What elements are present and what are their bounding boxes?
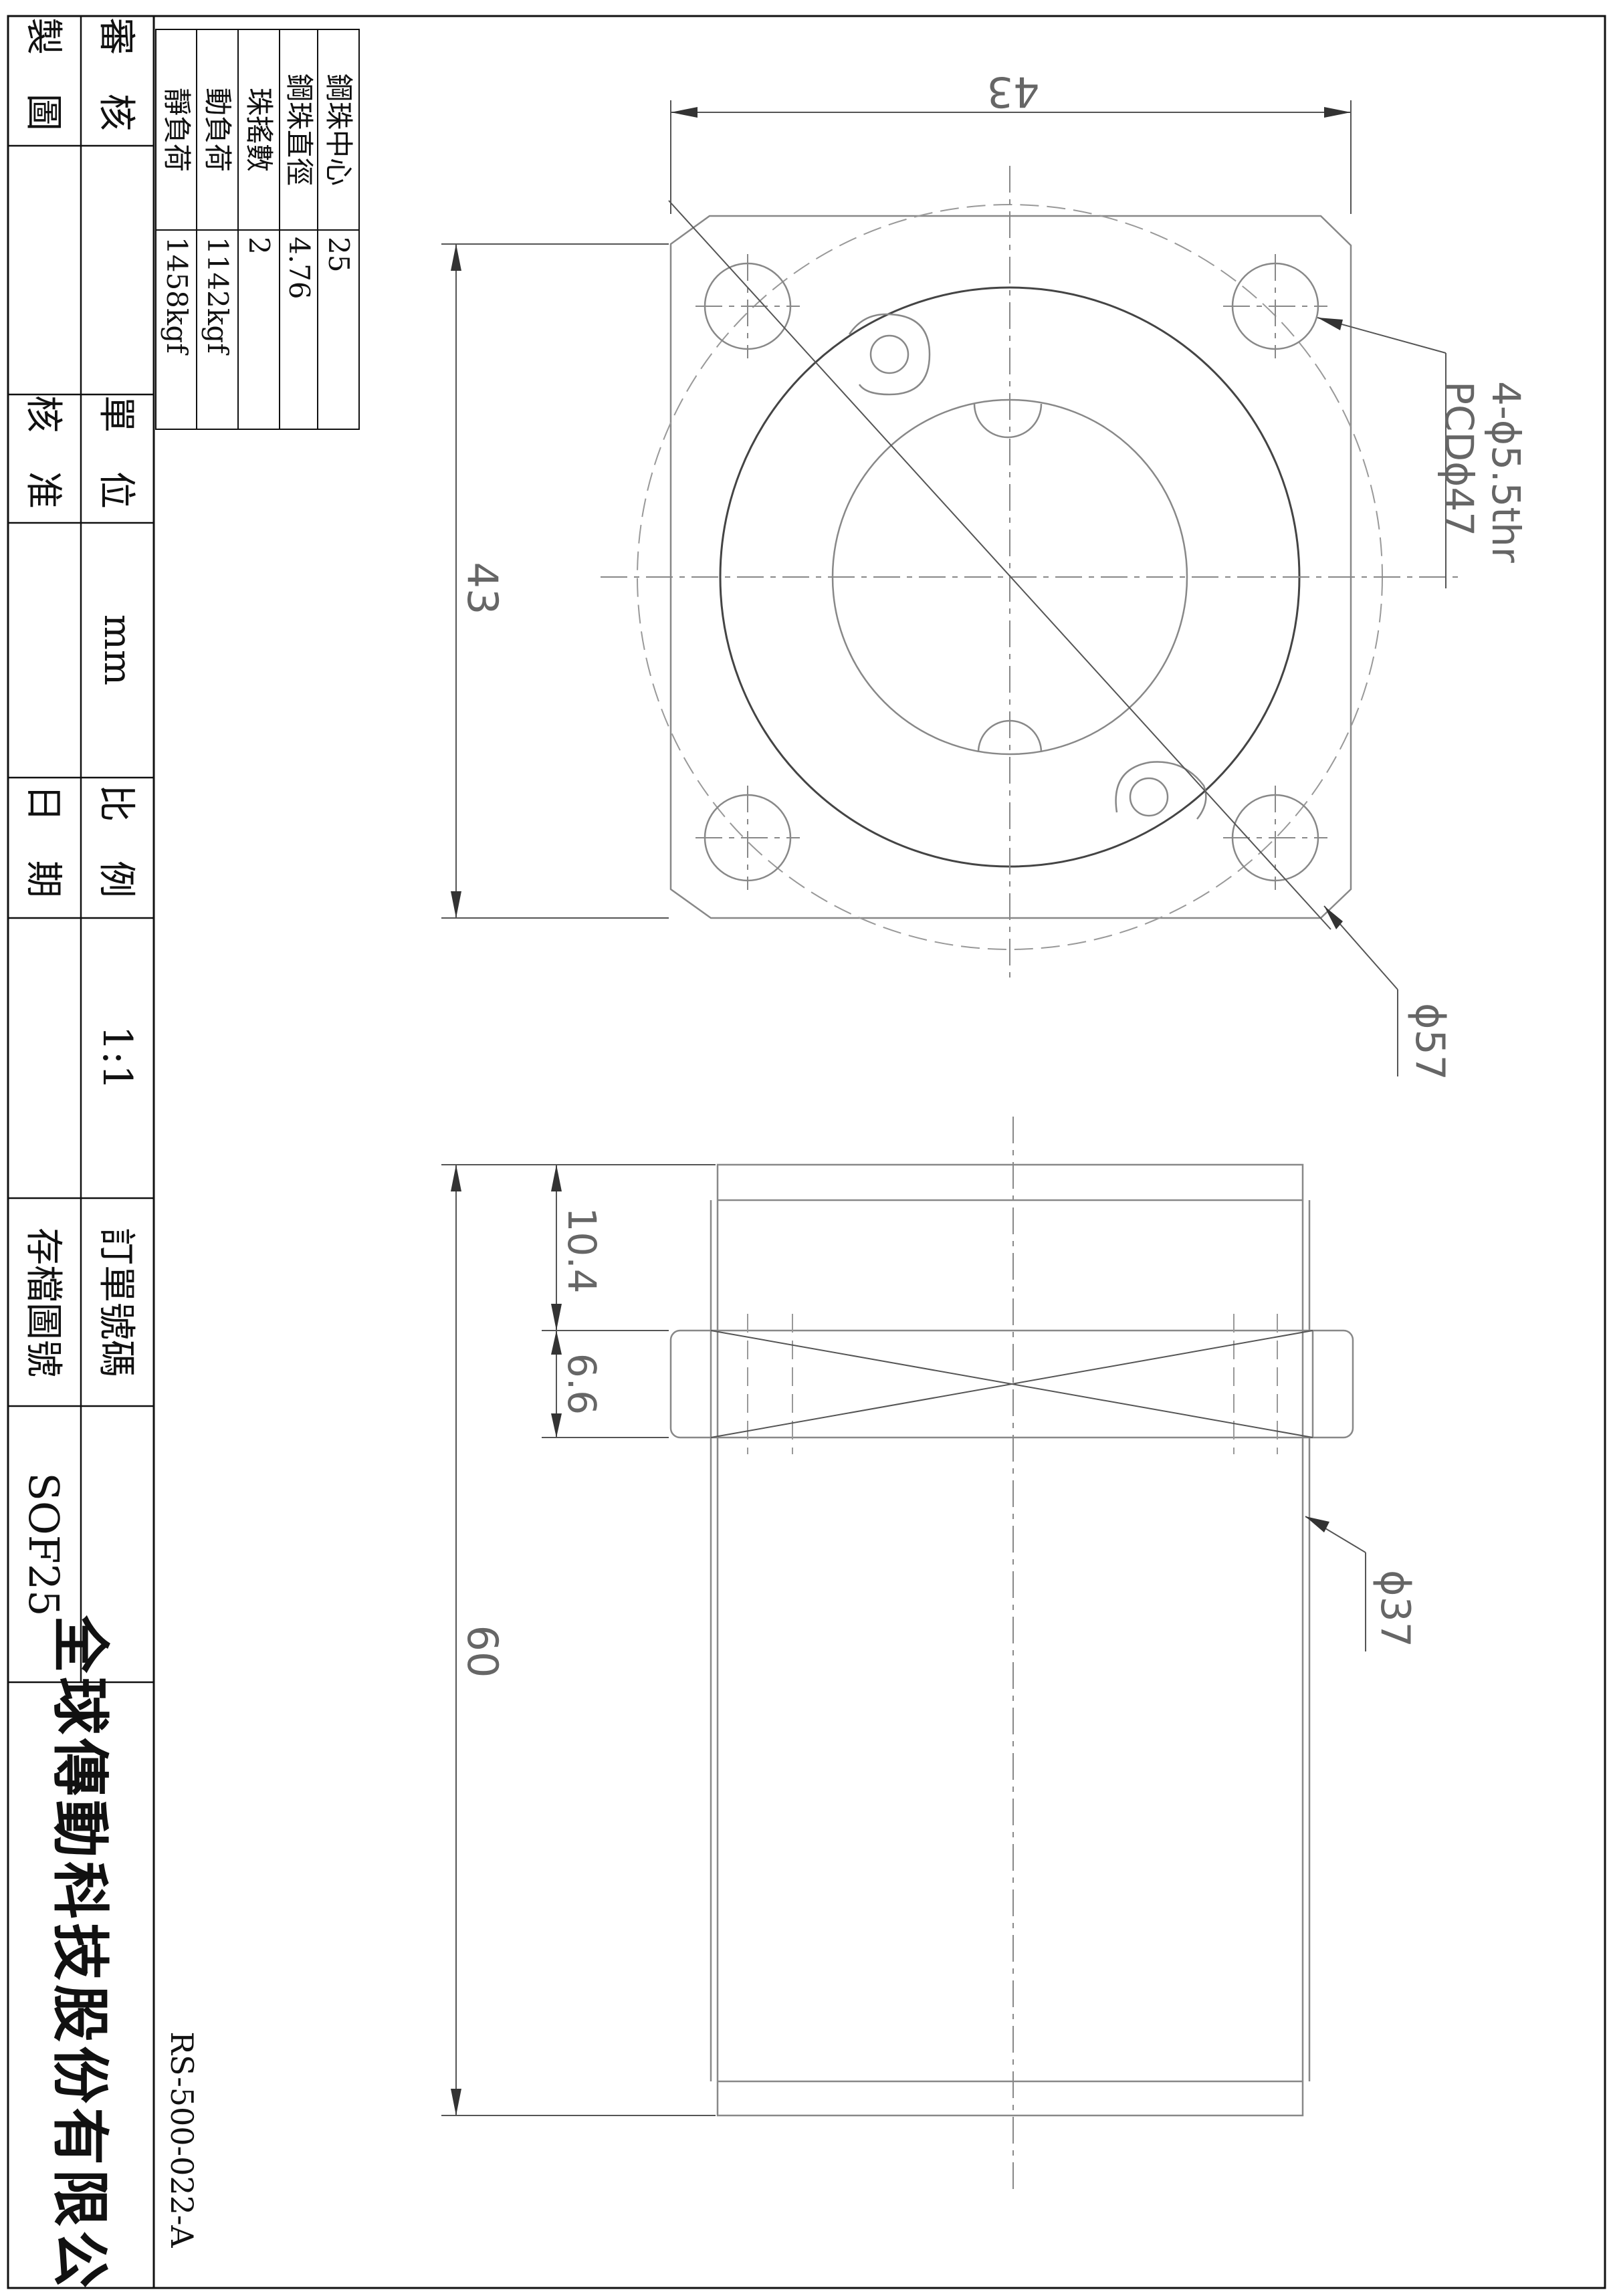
spec-value-cell: 4.76 — [283, 237, 316, 300]
leader-flange-od: ϕ57 — [1323, 905, 1453, 1080]
leader-bolt-holes: 4-ϕ5.5thr PCDϕ47 — [1317, 317, 1529, 588]
bolt-hole-center — [1223, 254, 1327, 358]
tb-order-label: 訂單號碼 — [94, 1228, 138, 1377]
dim-thickness-text: 6.6 — [559, 1353, 605, 1415]
dim-width-text: 43 — [987, 68, 1040, 116]
dim-height: 43 — [441, 243, 669, 919]
file-no-value: SOF25 — [19, 1472, 68, 1616]
spec-label: 動負荷 — [201, 88, 234, 172]
reviewer-label: 審 核 — [94, 17, 138, 144]
tb-approval-label: 核 准 — [21, 395, 65, 522]
arrowhead — [1324, 107, 1351, 118]
dim-height-text: 43 — [458, 562, 507, 615]
return-lug-hole — [1129, 777, 1169, 817]
dim-length-text: 60 — [458, 1625, 507, 1678]
arrowhead — [671, 107, 698, 118]
scale-value: 1:1 — [94, 1026, 140, 1090]
bolt-hole-center — [1223, 786, 1327, 890]
arrowhead — [451, 2089, 461, 2115]
arrowhead — [551, 1413, 562, 1438]
spec-label: 珠搖數 — [243, 88, 276, 172]
body-outline — [716, 1163, 1304, 2117]
arrowhead — [551, 1165, 562, 1191]
flange-side — [669, 1329, 1354, 1439]
arrowhead — [451, 891, 461, 918]
return-lug — [1115, 761, 1207, 820]
arrowhead — [451, 244, 461, 271]
front-view — [601, 166, 1465, 982]
bore-notch — [973, 403, 1043, 439]
flange-outline — [669, 215, 1352, 919]
bolt-hole-center — [695, 786, 800, 890]
tb-company: 全球傳動科技股份有限公司 — [46, 1615, 114, 2296]
arrowhead — [1324, 906, 1343, 929]
unit-label: 單 位 — [94, 395, 138, 522]
approval-label: 核 准 — [21, 395, 65, 522]
flange-od-label: ϕ57 — [1406, 1003, 1453, 1080]
spec-value: 2 — [243, 237, 276, 255]
spec-value-cell: 1458kgf — [160, 237, 193, 356]
dim-flange-thickness: 6.6 — [542, 1331, 669, 1438]
arrowhead — [1305, 1516, 1329, 1532]
order-no-label: 訂單號碼 — [94, 1228, 138, 1377]
tb-scale-value: 1:1 — [94, 1026, 140, 1090]
spec-row: 鋼珠直徑 — [283, 74, 316, 186]
spec-label: 鋼珠中心 — [322, 74, 355, 186]
file-no-label: 存檔圖號 — [21, 1228, 65, 1377]
spec-value: 4.76 — [283, 237, 316, 300]
dim-length: 60 — [441, 1164, 716, 2116]
date-label: 日 期 — [21, 784, 65, 911]
drawing-no: RS-500-022-A — [164, 2031, 200, 2248]
dim-width: 43 — [670, 68, 1352, 214]
side-view — [669, 1117, 1354, 2193]
pcd-label: PCDϕ47 — [1436, 381, 1482, 536]
spec-row: 珠搖數 — [243, 88, 276, 172]
flat-mark — [710, 1330, 1313, 1438]
sheet-border — [7, 15, 1606, 2289]
tb-date-label: 日 期 — [21, 784, 65, 911]
bolt-hole-center — [695, 254, 800, 358]
scale-label: 比 例 — [94, 784, 138, 911]
spec-value-cell: 1142kgf — [201, 237, 234, 356]
tb-unit-value: mm — [96, 614, 139, 685]
spec-label: 鋼珠直徑 — [283, 74, 316, 186]
leader-body-od: ϕ37 — [1305, 1516, 1418, 1651]
arrowhead — [551, 1331, 562, 1355]
tb-reviewer-label: 審 核 — [94, 17, 138, 144]
return-lug-hole — [869, 334, 909, 374]
spec-row: 動負荷 — [201, 88, 234, 172]
arrowhead — [1317, 318, 1343, 330]
spec-value: 1458kgf — [160, 237, 193, 356]
diagonal-line — [668, 200, 1331, 930]
tb-drafter-label: 製 圖 — [21, 17, 65, 144]
company-name: 全球傳動科技股份有限公司 — [46, 1615, 114, 2296]
spec-row: 鋼珠中心 — [322, 74, 355, 186]
spec-value: 1142kgf — [201, 237, 234, 356]
tb-scale-label: 比 例 — [94, 784, 138, 911]
drafter-label: 製 圖 — [21, 17, 65, 144]
tb-unit-label: 單 位 — [94, 395, 138, 522]
arrowhead — [551, 1304, 562, 1331]
tb-file-label: 存檔圖號 — [21, 1228, 65, 1377]
spec-row: 靜負荷 — [160, 88, 193, 172]
spec-value: 25 — [322, 237, 355, 272]
tb-drawing-no: RS-500-022-A — [164, 2031, 200, 2248]
unit-value: mm — [96, 614, 139, 685]
spec-value-cell: 25 — [322, 237, 355, 272]
dim-flange-offset: 10.4 — [542, 1165, 669, 1331]
spec-value-cell: 2 — [243, 237, 276, 255]
dim-offset-text: 10.4 — [559, 1207, 605, 1293]
spec-label: 靜負荷 — [160, 88, 193, 172]
body-od-label: ϕ37 — [1372, 1570, 1418, 1647]
bolt-hole-label: 4-ϕ5.5thr — [1483, 381, 1529, 563]
arrowhead — [451, 1165, 461, 1191]
tb-file-value: SOF25 — [19, 1472, 68, 1616]
return-lug — [848, 313, 931, 396]
